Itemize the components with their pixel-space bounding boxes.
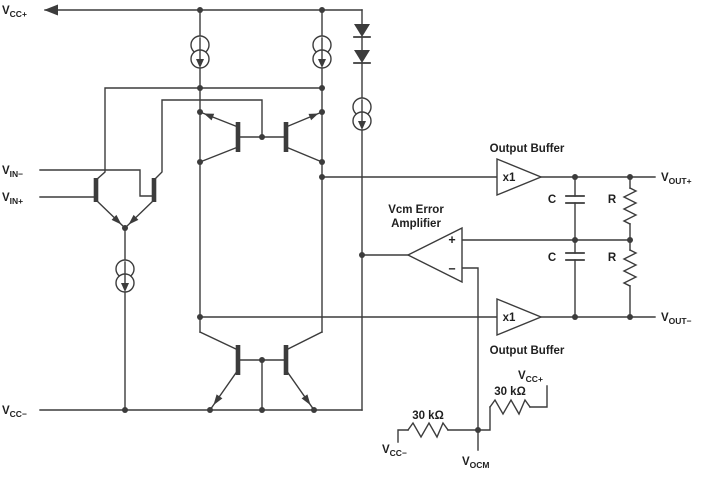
buffer1-gain-label: x1 [503,172,516,184]
cap-bottom-label: C [548,252,556,264]
vocm-label: VOCM [462,456,490,470]
emitter-arrow-icon [111,214,122,225]
wires [39,9,656,451]
vin-minus-label: VIN− [2,165,23,179]
current-source-4-icon [115,259,135,293]
capacitor-c-bottom [565,252,585,261]
transistors [93,113,319,406]
resistor-30k-left [407,421,449,439]
resistor-30k-right [489,398,531,416]
buffer1-triangle-icon [496,157,543,197]
vocm-network-wires [397,385,548,451]
vcc-minus-left-label: VCC− [2,405,27,419]
vcm-error-amp-label-line2: Amplifier [391,218,441,230]
vout-plus-label: VOUT+ [661,172,692,186]
res-top-label: R [608,194,617,206]
emitter-arrow-icon [203,113,215,121]
diode-2-icon [354,50,370,63]
diode-1-icon [354,24,370,37]
res-bottom-label: R [608,252,617,264]
output-buffer-2: x1 [496,297,543,337]
tail-wires [95,199,155,411]
error-amp-triangle-icon [406,226,463,284]
vin-minus-wire [39,169,155,197]
capacitors [565,195,585,261]
current-source-2-icon [312,35,332,69]
vcm-error-amp-label-line1: Vcm Error [388,204,444,216]
block-labels: Output Buffer Output Buffer Vcm Error Am… [388,143,617,422]
res-30k-right-label: 30 kΩ [494,386,526,398]
output-buffer-1: x1 [496,157,543,197]
upper-pair-leads [199,111,323,163]
vcc-plus-top-label: VCC+ [2,5,27,19]
vcm-error-amplifier: + − [406,226,463,284]
buffer2-triangle-icon [496,297,543,337]
lower-pair-leads [199,331,323,411]
junction-dots [122,7,633,433]
vout-minus-label: VOUT− [661,312,692,326]
vocm-input-wire [461,267,479,431]
buffer2-gain-label: x1 [503,312,516,324]
current-source-3-icon [352,97,372,131]
error-amp-minus-sign: − [448,262,455,276]
terminal-labels: VCC+ VIN− VIN+ VCC− VOUT+ VOUT− VCC+ VCC… [2,5,692,470]
rail-arrow-icon [44,4,58,16]
resistor-r-bottom [622,249,638,287]
emitter-arrow-icon [301,394,311,406]
vin-plus-label: VIN+ [2,192,23,206]
emitter-arrow-icon [128,214,139,225]
diodes [353,24,371,64]
resistor-r-top [622,187,638,225]
collector-line-2 [153,99,263,181]
output-buffer-bottom-label: Output Buffer [490,345,565,357]
resistors [407,187,638,439]
capacitor-c-top [565,195,585,204]
res-30k-left-label: 30 kΩ [412,410,444,422]
vcc-minus-ocm-label: VCC− [382,444,407,458]
output-buffer-top-label: Output Buffer [490,143,565,155]
collector-line-1 [95,87,323,181]
current-source-1-icon [190,35,210,69]
current-sources [115,35,372,293]
emitter-arrow-icon [308,113,319,121]
error-amp-plus-sign: + [448,233,455,247]
emitter-arrow-icon [213,394,223,406]
cap-top-label: C [548,194,556,206]
vcc-plus-ocm-label: VCC+ [518,370,543,384]
